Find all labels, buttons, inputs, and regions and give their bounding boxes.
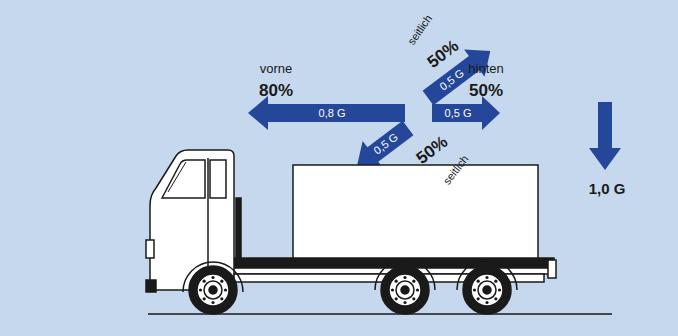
wheel-bolt	[485, 276, 488, 279]
wheel	[197, 274, 229, 306]
wheel-bolt	[224, 288, 227, 291]
wheel-bolt	[473, 288, 476, 291]
wheel	[483, 286, 491, 294]
wheel-bolt	[199, 288, 202, 291]
wheel-bolt	[477, 297, 480, 300]
wheel-bolt	[403, 276, 406, 279]
direction-label: hinten	[468, 62, 503, 75]
wheel-bolt	[395, 297, 398, 300]
wheel-bolt	[211, 301, 214, 304]
wheel	[389, 274, 421, 306]
direction-label: vorne	[260, 62, 293, 75]
force-value: 0,5 G	[445, 108, 472, 119]
force-value: 1,0 G	[589, 181, 626, 196]
wheel-bolt	[494, 297, 497, 300]
wheel-bolt	[203, 297, 206, 300]
wheel-bolt	[477, 280, 480, 283]
percentage-label: 50%	[469, 82, 503, 99]
wheel-bolt	[416, 288, 419, 291]
wheel	[401, 286, 409, 294]
wheel-bolt	[220, 297, 223, 300]
wheel	[204, 281, 222, 299]
wheel-bolt	[412, 297, 415, 300]
wheel-bolt	[494, 280, 497, 283]
wheel	[478, 281, 496, 299]
wheel-bolt	[403, 301, 406, 304]
wheel	[381, 266, 429, 314]
wheel-bolt	[203, 280, 206, 283]
wheel-bolt	[485, 301, 488, 304]
wheel-bolt	[412, 280, 415, 283]
wheel-bolt	[391, 288, 394, 291]
wheel	[463, 266, 511, 314]
wheel	[189, 266, 237, 314]
wheel-bolt	[220, 280, 223, 283]
force-value: 0,8 G	[319, 108, 346, 119]
wheel	[209, 286, 217, 294]
wheel	[396, 281, 414, 299]
wheel	[471, 274, 503, 306]
wheel-bolt	[395, 280, 398, 283]
percentage-label: 80%	[259, 82, 293, 99]
wheel-bolt	[498, 288, 501, 291]
wheel-bolt	[211, 276, 214, 279]
